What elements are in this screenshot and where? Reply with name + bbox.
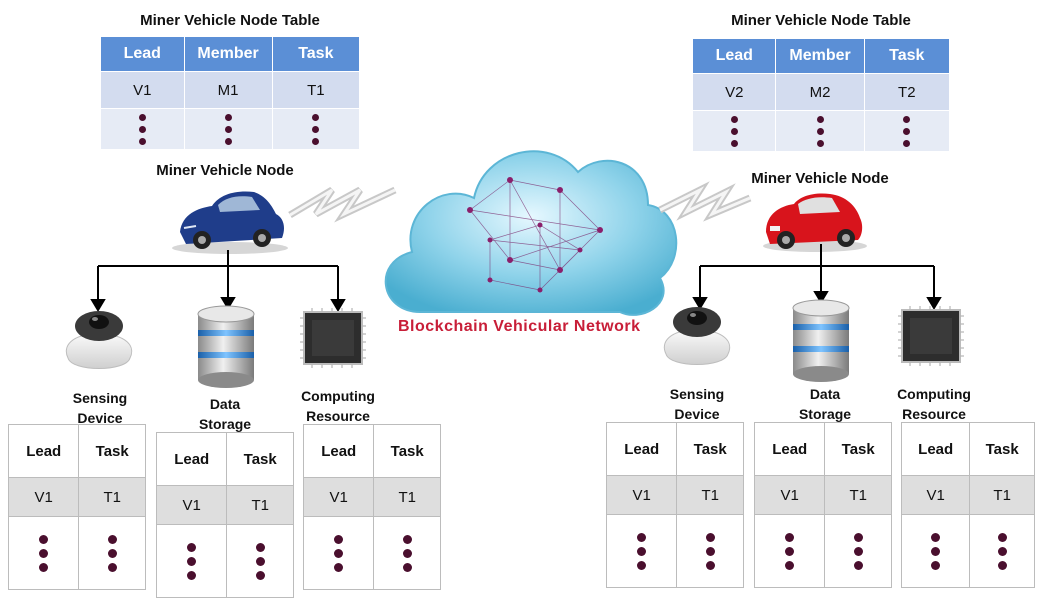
ellipsis-dots — [605, 514, 678, 588]
table-cell: T1 — [271, 71, 361, 109]
table-cell: V1 — [302, 477, 375, 517]
ellipsis-dots — [691, 110, 777, 152]
left-miner-node-table: Lead Member Task V1 M1 T1 — [100, 36, 361, 150]
ellipsis-dots — [78, 516, 146, 590]
table-cell: T2 — [863, 73, 951, 111]
table-cell: V1 — [155, 485, 228, 525]
table-cell: V1 — [7, 477, 80, 517]
ellipsis-dots — [775, 110, 865, 152]
label-line: Resource — [902, 406, 966, 422]
right-computing-chip-icon — [898, 306, 964, 366]
table-cell: T1 — [824, 475, 892, 515]
ellipsis-dots — [226, 524, 294, 598]
left-connection-lines — [90, 250, 346, 312]
table-cell: M2 — [775, 73, 865, 111]
table-cell: V2 — [691, 73, 777, 111]
right-computing-resource-label: Computing Resource — [884, 384, 984, 424]
left-data-storage-database-icon — [197, 305, 255, 388]
table-header-cell: Lead — [100, 36, 185, 72]
table-header-cell: Task — [676, 422, 744, 476]
table-cell: T1 — [78, 477, 146, 517]
table-header-cell: Task — [969, 422, 1035, 476]
label-line: Storage — [798, 406, 852, 422]
right-miner-node-table: Lead Member Task V2 M2 T2 — [691, 38, 951, 152]
left-node-label: Miner Vehicle Node — [156, 162, 294, 179]
ellipsis-dots — [302, 516, 375, 590]
network-label: Blockchain Vehicular Network — [398, 318, 641, 335]
table-header-cell: Member — [775, 38, 865, 74]
right-data-storage-label: Data Storage — [780, 384, 870, 424]
ellipsis-dots — [100, 108, 185, 150]
left-computing-chip-icon — [300, 308, 366, 368]
ellipsis-dots — [155, 524, 228, 598]
ellipsis-dots — [676, 514, 744, 588]
right-connection-lines — [692, 244, 942, 310]
table-header-cell: Task — [271, 36, 361, 72]
table-cell: V1 — [605, 475, 678, 515]
label-line: Storage — [198, 416, 252, 432]
left-wireless-link-icon — [288, 186, 397, 223]
ellipsis-dots — [373, 516, 441, 590]
table-cell: T1 — [373, 477, 441, 517]
table-cell: T1 — [226, 485, 294, 525]
left-sensing-device-label: Sensing Device — [55, 388, 145, 428]
right-wireless-link-icon — [658, 181, 752, 222]
table-header-cell: Task — [863, 38, 951, 74]
right-node-label: Miner Vehicle Node — [751, 170, 889, 187]
ellipsis-dots — [863, 110, 951, 152]
left-vehicle-car-icon — [172, 191, 288, 254]
table-header-cell: Task — [78, 424, 146, 478]
right-sensing-device-label: Sensing Device — [652, 384, 742, 424]
left-data-storage-label: Data Storage — [180, 394, 270, 434]
left-computing-resource-label: Computing Resource — [288, 386, 388, 426]
table-header-cell: Lead — [155, 432, 228, 486]
left-table-title: Miner Vehicle Node Table — [140, 12, 320, 29]
right-data-storage-database-icon — [792, 299, 850, 382]
table-header-cell: Lead — [753, 422, 826, 476]
table-header-cell: Lead — [302, 424, 375, 478]
table-cell: T1 — [969, 475, 1035, 515]
ellipsis-dots — [969, 514, 1035, 588]
label-line: Resource — [306, 408, 370, 424]
ellipsis-dots — [271, 108, 361, 150]
right-vehicle-car-icon — [763, 193, 867, 252]
label-line: Computing — [301, 388, 375, 404]
blockchain-cloud-icon — [384, 150, 678, 316]
label-line: Device — [77, 410, 123, 426]
ellipsis-dots — [900, 514, 971, 588]
table-cell: T1 — [676, 475, 744, 515]
ellipsis-dots — [183, 108, 273, 150]
ellipsis-dots — [753, 514, 826, 588]
table-cell: V1 — [100, 71, 185, 109]
table-header-cell: Lead — [691, 38, 777, 74]
right-sensing-camera-icon — [664, 307, 730, 365]
table-header-cell: Lead — [7, 424, 80, 478]
right-table-title: Miner Vehicle Node Table — [731, 12, 911, 29]
table-header-cell: Task — [226, 432, 294, 486]
label-line: Device — [674, 406, 720, 422]
table-cell: M1 — [183, 71, 273, 109]
label-line: Computing — [897, 386, 971, 402]
label-line: Data — [209, 396, 241, 412]
ellipsis-dots — [824, 514, 892, 588]
left-sensing-camera-icon — [66, 311, 132, 369]
table-header-cell: Lead — [605, 422, 678, 476]
label-line: Sensing — [72, 390, 128, 406]
ellipsis-dots — [7, 516, 80, 590]
table-header-cell: Task — [824, 422, 892, 476]
table-cell: V1 — [753, 475, 826, 515]
table-header-cell: Member — [183, 36, 273, 72]
label-line: Sensing — [669, 386, 725, 402]
label-line: Data — [809, 386, 841, 402]
table-cell: V1 — [900, 475, 971, 515]
table-header-cell: Lead — [900, 422, 971, 476]
table-header-cell: Task — [373, 424, 441, 478]
